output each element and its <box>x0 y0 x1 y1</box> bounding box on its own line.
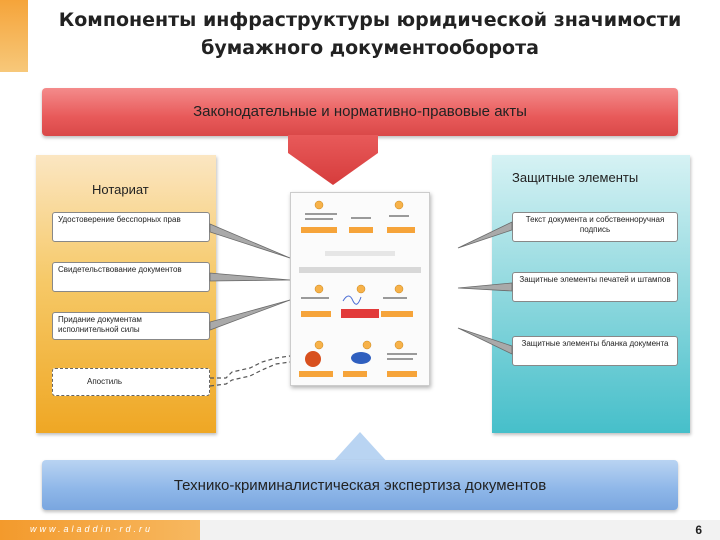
footer-website-label: www.aladdin-rd.ru <box>30 524 154 534</box>
protection-item-2: Защитные элементы печатей и штампов <box>512 272 678 302</box>
expertise-bar-label: Технико-криминалистическая экспертиза до… <box>173 477 547 494</box>
connector-protection-3 <box>457 327 513 355</box>
document-illustration <box>299 200 421 377</box>
legislation-bar-label: Законодательные и нормативно-правовые ак… <box>193 103 527 120</box>
protection-heading: Защитные элементы <box>512 170 639 185</box>
expertise-bar: Технико-криминалистическая экспертиза до… <box>42 460 678 510</box>
document-thumbnail <box>290 192 430 386</box>
down-arrow-icon <box>288 135 378 185</box>
up-arrow-icon <box>331 432 389 464</box>
footer-website: www.aladdin-rd.ru <box>0 520 200 540</box>
protection-item-3: Защитные элементы бланка документа <box>512 336 678 366</box>
notary-item-4: Апостиль <box>52 368 210 396</box>
notary-heading: Нотариат <box>92 182 149 197</box>
title-accent-stripe <box>0 0 28 72</box>
legislation-bar: Законодательные и нормативно-правовые ак… <box>42 88 678 136</box>
connector-protection-2 <box>457 282 513 292</box>
notary-item-3: Придание документам исполнительной силы <box>52 312 210 340</box>
slide-title: Компоненты инфраструктуры юридической зн… <box>58 9 682 59</box>
protection-item-1: Текст документа и собственноручная подпи… <box>512 212 678 242</box>
page-number: 6 <box>695 523 702 537</box>
notary-item-1: Удостоверение бесспорных прав <box>52 212 210 242</box>
connector-protection-1 <box>457 221 513 249</box>
notary-item-2: Свидетельствование документов <box>52 262 210 292</box>
connector-notary-4 <box>210 355 291 379</box>
connector-notary-2 <box>209 272 291 282</box>
connector-notary-3 <box>209 299 291 331</box>
connector-notary-1 <box>209 223 291 259</box>
